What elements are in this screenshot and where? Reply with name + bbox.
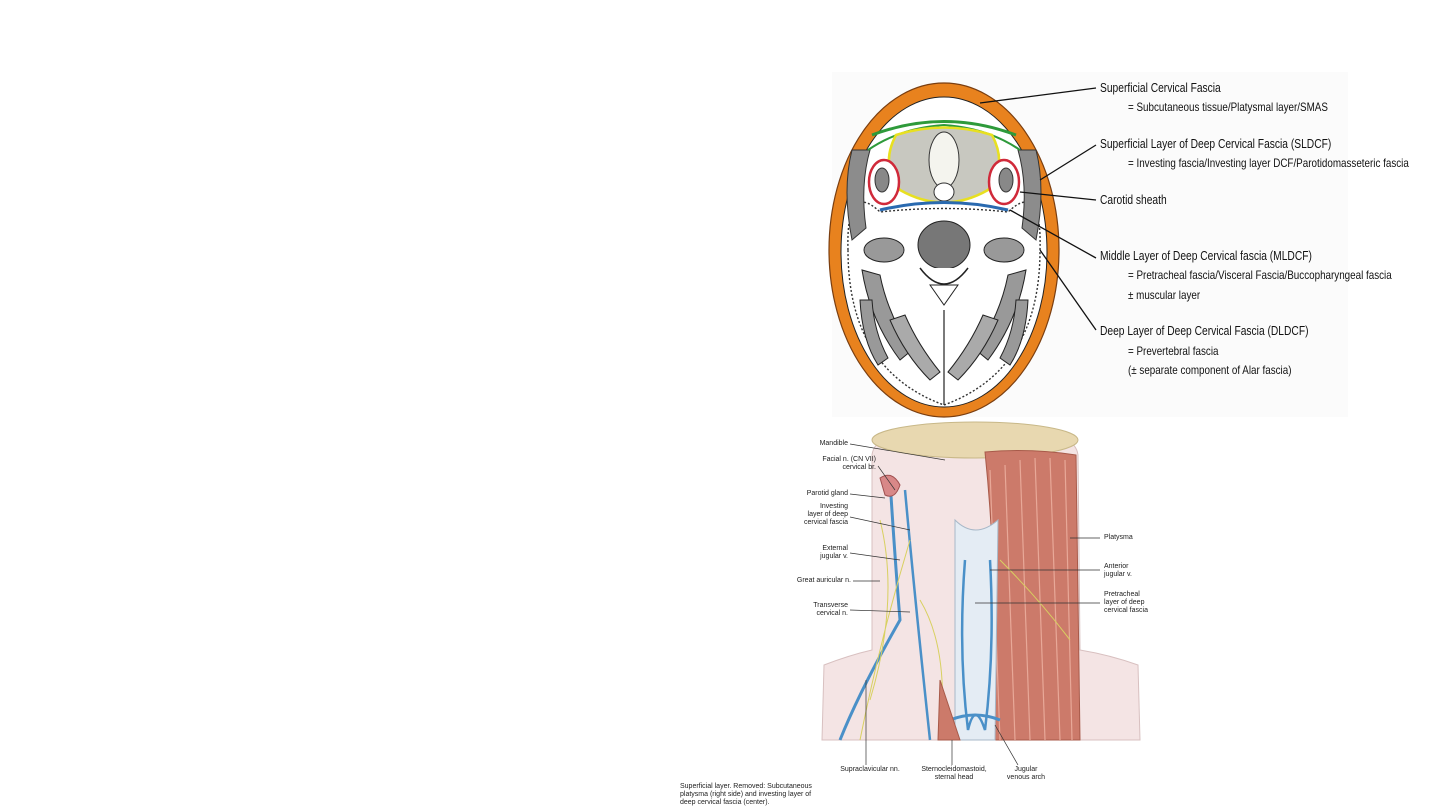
right-posterior-muscle-2: [947, 314, 999, 381]
right-posterior-muscle-3: [999, 299, 1029, 366]
middle-layer-line: [879, 201, 1009, 212]
external-jugular-vein: [838, 479, 902, 741]
label-investing-layer: Investing layer of deep cervical fascia: [804, 503, 848, 526]
label-facial-nerve: Facial n. (CN VII) cervical br.: [822, 456, 876, 471]
label-superficial-cervical-fascia: Superficial Cervical Fascia: [1100, 81, 1221, 95]
spinal-canal: [919, 267, 969, 285]
right-carotid-vessels: [998, 167, 1014, 193]
vertebral-body: [917, 220, 971, 270]
label-superficial-cervical-fascia-sub: = Subcutaneous tissue/Platysmal layer/SM…: [1128, 100, 1328, 114]
leader-mldcf: [1009, 209, 1097, 259]
pretracheal-fascia-area: [954, 518, 999, 741]
leader-superficial: [979, 87, 1097, 104]
leader-sldcf: [1039, 144, 1097, 181]
right-longus-muscle: [983, 237, 1025, 263]
label-dldcf: Deep Layer of Deep Cervical Fascia (DLDC…: [1100, 324, 1309, 338]
label-sldcf-sub: = Investing fascia/Investing layer DCF/P…: [1128, 156, 1409, 170]
figure-caption: Superficial layer. Removed: Subcutaneous…: [680, 783, 812, 806]
label-dldcf-sub-2: (± separate component of Alar fascia): [1128, 363, 1292, 377]
prevertebral-fascia-line: [847, 201, 1041, 406]
trachea: [928, 131, 960, 189]
label-carotid-sheath: Carotid sheath: [1100, 193, 1167, 207]
label-supraclavicular: Supraclavicular nn.: [840, 766, 900, 773]
label-transverse-cervical: Transverse cervical n.: [813, 602, 848, 617]
parotid-gland: [879, 474, 901, 497]
label-pretracheal-layer: Pretracheal layer of deep cervical fasci…: [1104, 591, 1148, 614]
jugular-venous-arch: [949, 713, 1001, 722]
label-mldcf-sub-2: ± muscular layer: [1128, 288, 1201, 302]
label-sternocleidomastoid: Sternocleidomastoid, sternal head: [921, 766, 987, 781]
esophagus: [933, 182, 955, 202]
label-external-jugular: External jugular v.: [820, 545, 848, 560]
label-anterior-jugular: Anterior jugular v.: [1104, 563, 1132, 578]
left-scm-muscle: [846, 149, 871, 241]
leader-carotid: [1019, 191, 1097, 201]
label-sldcf: Superficial Layer of Deep Cervical Fasci…: [1100, 137, 1332, 151]
spinous-process: [929, 284, 959, 306]
label-mldcf-sub: = Pretracheal fascia/Visceral Fascia/Buc…: [1128, 268, 1392, 282]
mandible-cut-surface: [871, 421, 1079, 459]
cutaneous-nerves: [859, 519, 1071, 741]
label-great-auricular: Great auricular n.: [796, 577, 851, 584]
label-platysma: Platysma: [1104, 534, 1133, 541]
left-posterior-muscle-2: [889, 314, 941, 381]
left-carotid-vessels: [874, 167, 890, 193]
investing-fascia-inner: [867, 123, 1021, 151]
label-dldcf-sub: = Prevertebral fascia: [1128, 344, 1219, 358]
external-jugular-vein-2: [903, 489, 932, 741]
leader-dldcf: [1039, 249, 1097, 331]
left-posterior-muscle-3: [859, 299, 889, 366]
left-longus-muscle: [863, 237, 905, 263]
label-mldcf: Middle Layer of Deep Cervical fascia (ML…: [1100, 249, 1312, 263]
label-parotid-gland: Parotid gland: [806, 490, 848, 497]
label-mandible: Mandible: [819, 440, 848, 447]
sternocleidomastoid-head: [937, 679, 961, 741]
label-jugular-venous-arch: Jugular venous arch: [1006, 766, 1046, 781]
investing-fascia-top: [871, 120, 1017, 137]
